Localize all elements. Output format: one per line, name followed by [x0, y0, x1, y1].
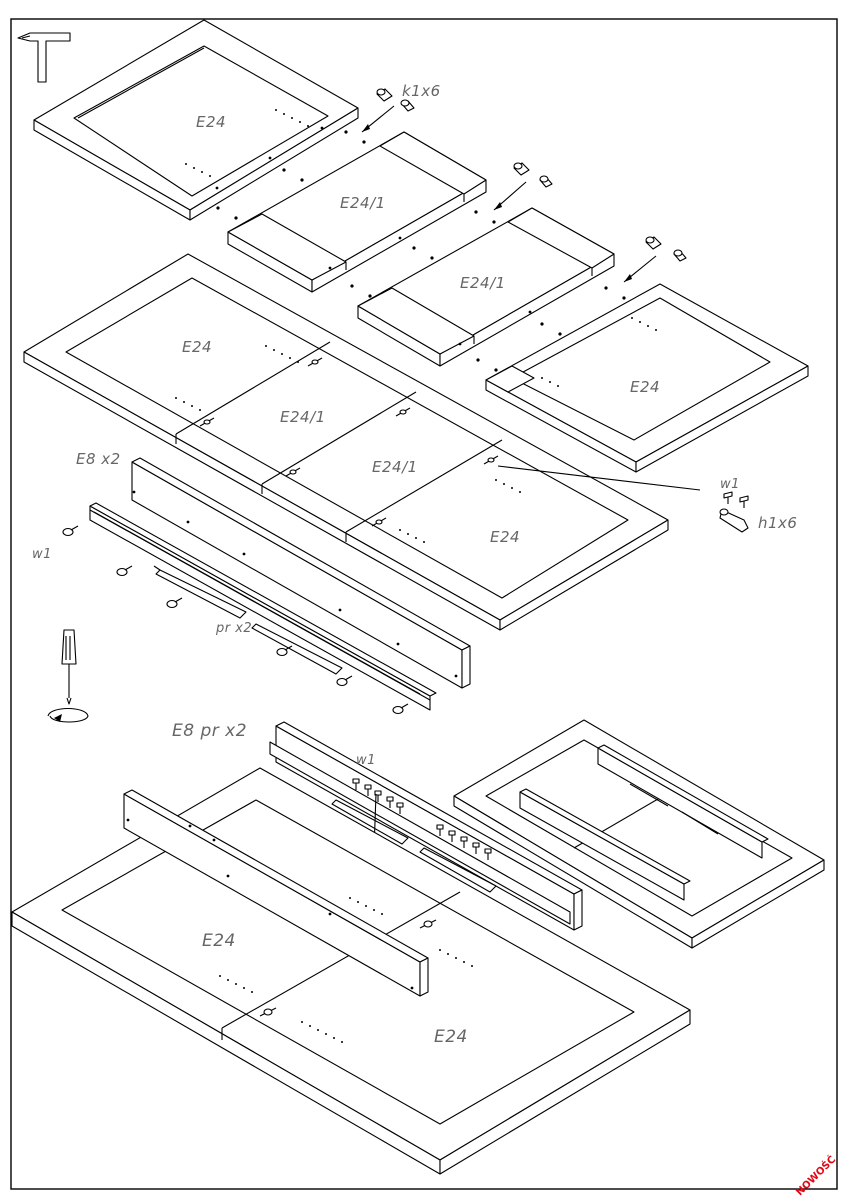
- label-e8-pr-x2: E8 pr x2: [172, 721, 247, 741]
- label-k1x6: k1x6: [402, 82, 441, 100]
- drawer-rail-e8: [89, 502, 437, 711]
- label-e24-left: E24: [182, 338, 212, 356]
- drawer-side-e8-pr: [269, 721, 583, 931]
- new-badge-text: NOWOŚĆ: [793, 1153, 838, 1198]
- panel-e24-right: [485, 283, 809, 473]
- label-w1-left: w1: [32, 547, 52, 562]
- panel-e24-1-a: [227, 131, 487, 293]
- dowel-pair-mid: [513, 162, 553, 188]
- dowel-holes-row-1: [216, 130, 366, 220]
- dowel-pair-right: [645, 236, 687, 262]
- label-w1-bottom: w1: [356, 753, 376, 768]
- dowel-holes-row-2: [350, 210, 496, 298]
- label-e8-x2: E8 x2: [76, 450, 121, 468]
- panel-e24-top: [33, 19, 359, 221]
- leader-line-hardware: [497, 465, 701, 491]
- screws-w1-left: [62, 525, 409, 715]
- dowel-pair-top: [376, 88, 415, 112]
- arrow-head: [362, 124, 370, 132]
- hardware-w1-h1x6: [719, 491, 749, 533]
- screws-w1-bottom: [352, 778, 492, 860]
- label-e24-top: E24: [196, 113, 226, 131]
- drawer-side-e8: [131, 457, 471, 689]
- screwdriver-icon: [47, 629, 89, 723]
- label-e24-mid-bottom: E24: [490, 528, 520, 546]
- label-e24-1-a: E24/1: [340, 194, 386, 212]
- label-e24-1-d: E24/1: [372, 458, 418, 476]
- label-h1x6: h1x6: [758, 514, 797, 532]
- page-border: [10, 18, 838, 1190]
- label-e24-1-c: E24/1: [280, 408, 326, 426]
- label-e24-bottom-right: E24: [434, 1027, 468, 1047]
- hammer-icon: [17, 32, 71, 83]
- panel-e24-1-b: [357, 207, 615, 367]
- label-w1-right: w1: [720, 477, 740, 492]
- assembled-frame-middle: [23, 253, 669, 631]
- label-e24-1-b: E24/1: [460, 274, 506, 292]
- new-badge: NOWOŚĆ: [793, 1153, 838, 1198]
- label-e24-bottom-left: E24: [202, 931, 236, 951]
- drawer-side-bottom-left: [123, 789, 429, 997]
- label-pr-x2: pr x2: [215, 621, 252, 636]
- label-e24-right-upper: E24: [630, 378, 660, 396]
- dowel-holes-row-3: [476, 286, 626, 372]
- connector-pins-middle: [199, 357, 499, 527]
- assembled-result-view: [453, 719, 825, 949]
